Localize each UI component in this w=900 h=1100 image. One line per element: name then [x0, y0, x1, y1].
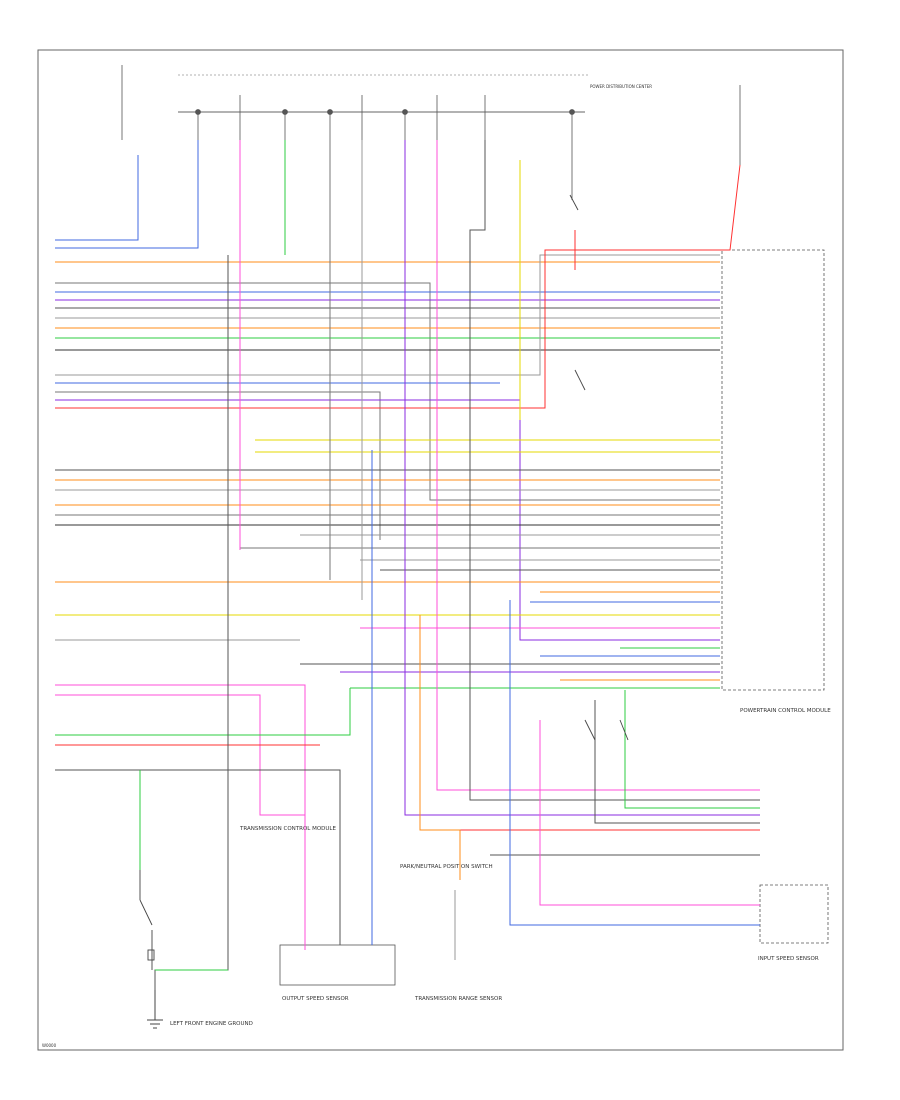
output-speed-sensor — [279, 944, 396, 986]
bottom-block-1: OUTPUT SPEED SENSOR — [282, 996, 349, 1002]
ground-switch — [139, 870, 155, 970]
bottom-block-3: PARK/NEUTRAL POSITION SWITCH — [400, 864, 493, 870]
ecu-name: POWERTRAIN CONTROL MODULE — [740, 708, 831, 714]
corner-code: W0000 — [42, 1043, 57, 1048]
switch-symbols — [569, 194, 629, 741]
wires — [55, 140, 760, 990]
input-speed-sensor — [759, 884, 829, 944]
bottom-block-2: TRANSMISSION RANGE SENSOR — [414, 996, 502, 1002]
tcm-name: TRANSMISSION CONTROL MODULE — [239, 826, 336, 832]
side-block-label: INPUT SPEED SENSOR — [758, 956, 819, 962]
ground-label: LEFT FRONT ENGINE GROUND — [170, 1021, 253, 1027]
powertrain-control-module — [721, 249, 825, 691]
fuse-taps — [121, 65, 741, 200]
ground-symbol — [147, 990, 163, 1029]
diagram-frame — [37, 49, 844, 1051]
top-label: POWER DISTRIBUTION CENTER — [590, 84, 652, 89]
